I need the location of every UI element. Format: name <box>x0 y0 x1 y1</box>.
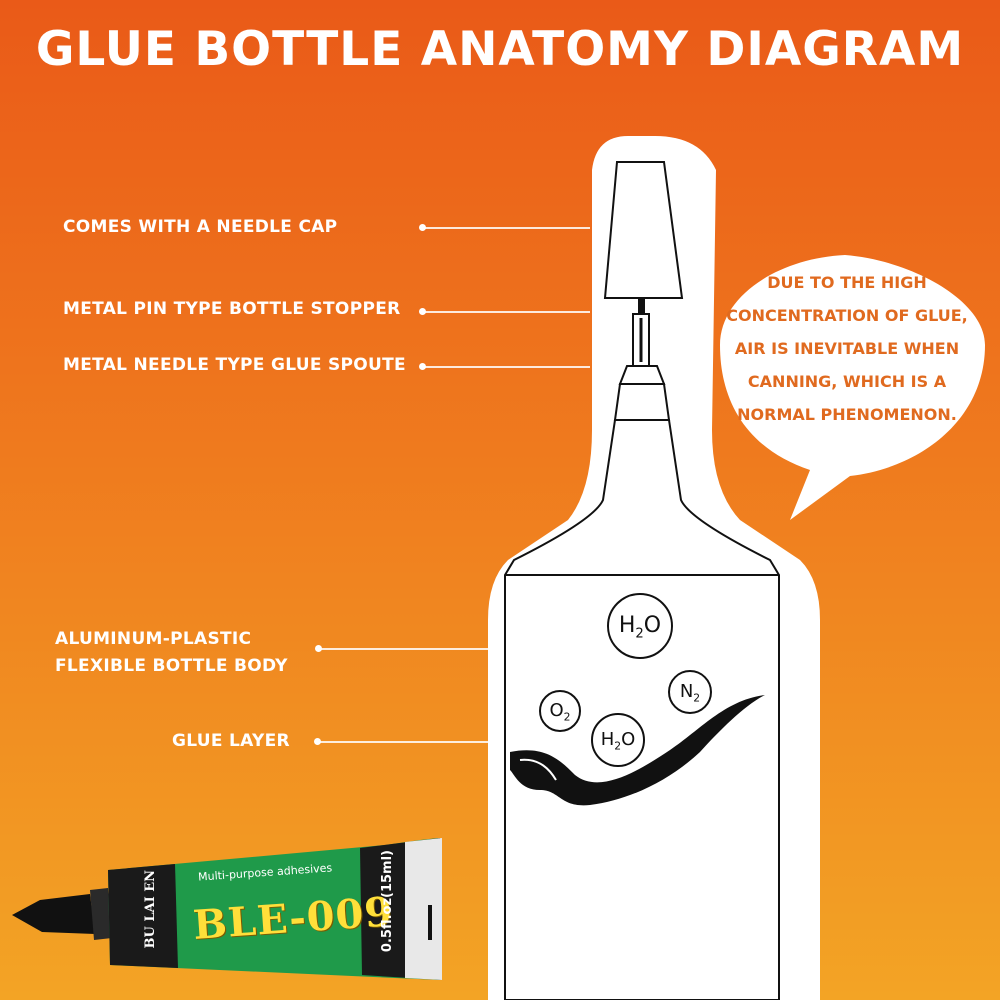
page-title: GLUE BOTTLE ANATOMY DIAGRAM <box>35 22 965 77</box>
bubble-line: AIR IS INEVITABLE WHEN <box>734 339 960 358</box>
product-tube <box>12 838 442 980</box>
product-maker: BU LAI EN <box>143 870 158 949</box>
bottle-neck <box>613 383 671 421</box>
label-body-line1: ALUMINUM-PLASTIC <box>55 629 252 649</box>
needle-cap-shape <box>603 161 684 299</box>
bubble-line: CANNING, WHICH IS A <box>747 372 947 391</box>
bubble-text: DUE TO THE HIGH CONCENTRATION OF GLUE, A… <box>722 266 972 431</box>
molecule-h2o-top: H2O <box>607 593 673 659</box>
glue-layer <box>510 695 765 806</box>
leader-line <box>422 227 590 229</box>
speech-bubble <box>720 255 985 520</box>
leader-line <box>318 648 488 650</box>
bubble-line: NORMAL PHENOMENON. <box>737 405 957 424</box>
label-stopper: METAL PIN TYPE BOTTLE STOPPER <box>63 299 401 319</box>
leader-line <box>422 311 590 313</box>
label-glue-layer: GLUE LAYER <box>172 731 290 751</box>
bottle-collar <box>618 365 666 385</box>
bubble-line: CONCENTRATION OF GLUE, <box>726 306 968 325</box>
bottle-body <box>504 419 780 1000</box>
metal-pin <box>638 298 645 314</box>
leader-line <box>317 741 497 743</box>
bubble-line: DUE TO THE HIGH <box>767 273 927 292</box>
tube-body <box>108 838 440 980</box>
leader-line <box>422 366 590 368</box>
label-needle-cap: COMES WITH A NEEDLE CAP <box>63 217 338 237</box>
tube-nozzle-icon <box>12 894 95 934</box>
molecule-n2: N2 <box>668 670 712 714</box>
label-body-line2: FLEXIBLE BOTTLE BODY <box>55 656 288 676</box>
molecule-h2o-bottom: H2O <box>591 713 645 767</box>
product-volume: 0.5fl.oz(15ml) <box>380 850 395 953</box>
molecule-o2: O2 <box>539 690 581 732</box>
label-spout: METAL NEEDLE TYPE GLUE SPOUTE <box>63 355 406 375</box>
